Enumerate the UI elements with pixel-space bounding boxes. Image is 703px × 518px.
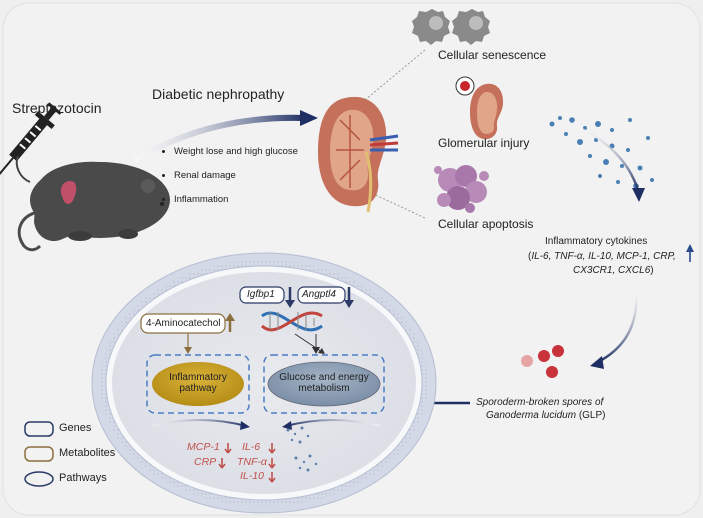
legend-genes: Genes <box>59 422 92 434</box>
syringe-icon <box>0 102 62 176</box>
legend-metabolites-swatch <box>24 446 54 462</box>
legend-pathways: Pathways <box>59 472 107 484</box>
apoptotic-cell-icon <box>434 165 489 213</box>
marker-il6: IL-6 <box>242 441 261 453</box>
symptom-item: Renal damage <box>174 164 298 188</box>
metabolism-line1: Glucose and energy <box>279 372 369 383</box>
gene-box-igfbp1 <box>239 286 285 304</box>
cytokines-line2: CX3CR1, CXCL6) <box>573 265 654 276</box>
inflammatory-line1: Inflammatory <box>169 372 227 383</box>
inflammatory-effect-arrow <box>151 419 247 427</box>
paren-close: ) <box>650 265 654 276</box>
glp-line1: Sporoderm-broken spores of <box>476 397 604 408</box>
cytokine-arrow-head <box>632 188 645 202</box>
aminocatechol-up-arrow <box>225 313 235 332</box>
symptom-item: Weight lose and high glucose <box>174 140 298 164</box>
angptl4-down-arrow <box>344 287 354 308</box>
cytokines-title: Inflammatory cytokines <box>545 236 648 247</box>
cytokine-to-glp-arrow <box>597 289 638 364</box>
metabolite-box <box>140 313 226 334</box>
glp-species: Ganoderma lucidum <box>486 410 577 421</box>
paren-open: ( <box>528 251 532 262</box>
igfbp1-down-arrow <box>285 287 295 308</box>
metabolite-dots <box>286 426 318 472</box>
glomerulus-icon <box>455 76 475 96</box>
inducer-label: Streptozotocin <box>12 100 102 116</box>
cytokine-to-glp-arrow-head <box>590 356 604 369</box>
symptom-item: Inflammation <box>174 188 298 212</box>
cytokine-arrow <box>579 126 640 191</box>
kidney-icon <box>318 96 399 213</box>
legend-metabolites: Metabolites <box>59 447 116 459</box>
metabolism-effect-arrow <box>285 419 381 427</box>
dna-helix-icon <box>261 311 323 332</box>
marker-mcp1: MCP-1 <box>187 441 220 453</box>
marker-crp: CRP <box>194 456 217 468</box>
glomerular-injury-label: Glomerular injury <box>438 136 530 150</box>
glp-abbrev: (GLP) <box>576 410 606 421</box>
inflammatory-box <box>146 354 250 414</box>
senescent-cell-icon <box>452 9 490 45</box>
model-arrow <box>133 114 306 163</box>
mouse-icon <box>15 155 170 252</box>
metabolism-box <box>263 354 385 414</box>
connector-line <box>364 49 426 101</box>
small-kidney-icon <box>470 83 504 140</box>
glp-line2: Ganoderma lucidum (GLP) <box>486 410 606 421</box>
metabolite-label: 4-Aminocatechol <box>146 318 221 329</box>
marker-il10: IL-10 <box>240 470 264 482</box>
inflammatory-line2: pathway <box>179 383 217 394</box>
legend-pathways-swatch <box>24 471 54 487</box>
metabolism-pathway <box>267 361 381 407</box>
gene-box-angptl4 <box>297 286 346 304</box>
senescent-cell-icon <box>412 9 450 45</box>
model-arrow-head <box>300 110 318 126</box>
cytokines-line1: (IL-6, TNF-α, IL-10, MCP-1, CRP, <box>528 251 676 262</box>
apoptosis-label: Cellular apoptosis <box>438 217 534 231</box>
senescence-label: Cellular senescence <box>438 48 547 62</box>
gene-igfbp1: Igfbp1 <box>247 289 275 300</box>
disease-label: Diabetic nephropathy <box>152 86 285 102</box>
cytokines-list-2: CX3CR1, CXCL6 <box>573 265 651 276</box>
metabolism-line2: metabolism <box>298 383 350 394</box>
legend-genes-swatch <box>24 421 54 437</box>
connector-line <box>364 189 426 219</box>
spore-icon <box>521 345 564 378</box>
cytokines-up-arrow <box>686 244 694 262</box>
marker-tnfa: TNF-α <box>237 456 267 468</box>
gene-angptl4: Angptl4 <box>302 289 336 300</box>
marker-down-arrows <box>218 443 276 483</box>
metabolism-pathway-label: Glucose and energy metabolism <box>272 372 376 394</box>
cytokines-list-1: IL-6, TNF-α, IL-10, MCP-1, CRP, <box>531 251 676 262</box>
inflammatory-pathway-label: Inflammatory pathway <box>160 372 236 394</box>
symptom-list: Weight lose and high glucose Renal damag… <box>160 140 298 212</box>
inflammatory-pathway <box>152 362 244 406</box>
